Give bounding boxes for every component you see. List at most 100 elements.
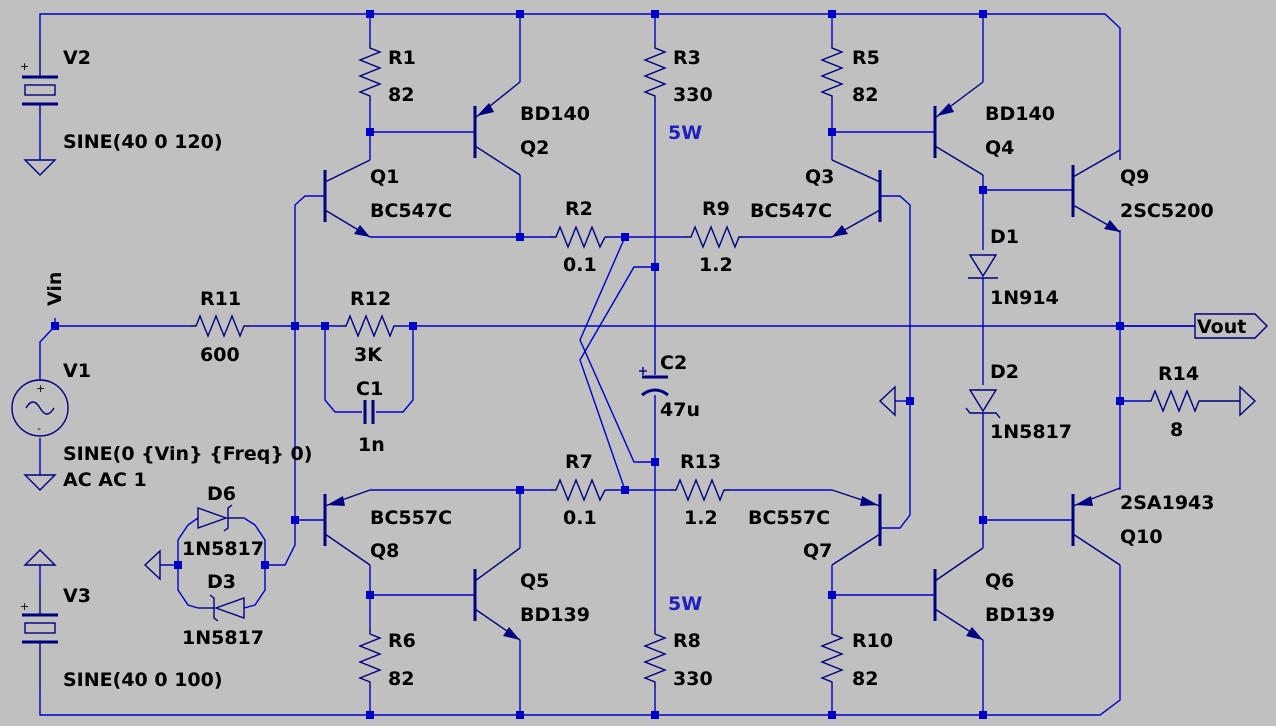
label-v3: V3: [63, 585, 91, 607]
svg-text:-: -: [37, 422, 41, 435]
label-r8-power: 5W: [668, 593, 702, 615]
diodes: [197, 254, 1001, 622]
label-vout: Vout: [1197, 316, 1246, 338]
capacitor-c1: [363, 400, 375, 424]
label-r6: R6: [388, 630, 416, 652]
label-c1-value: 1n: [358, 434, 385, 456]
resistor-r12: [340, 314, 400, 338]
transistor-q3: [831, 159, 882, 238]
vout-port: [1194, 313, 1268, 339]
label-d3: D3: [207, 571, 236, 593]
label-v1: V1: [63, 360, 91, 382]
transistor-q7: [831, 489, 882, 566]
label-q1: Q1: [370, 166, 399, 188]
label-q10: Q10: [1120, 526, 1163, 548]
label-q3-value: BC547C: [750, 200, 832, 222]
labels: V2 SINE(40 0 120) Vin V1 SINE(0 {Vin} {F…: [44, 47, 1246, 691]
label-q5-value: BD139: [520, 604, 590, 626]
label-r10-value: 82: [852, 668, 878, 690]
label-r1: R1: [388, 47, 416, 69]
label-v1-ac: AC AC 1: [63, 469, 147, 491]
label-q4-value: BD140: [985, 103, 1055, 125]
label-q7-value: BC557C: [748, 507, 830, 529]
label-r7: R7: [565, 451, 593, 473]
svg-text:+: +: [20, 600, 29, 613]
label-d6-value: 1N5817: [182, 538, 264, 560]
transistor-q1: [323, 159, 371, 238]
label-d1-value: 1N914: [990, 287, 1059, 309]
transistor-q4: [933, 81, 984, 176]
ground-symbol: [23, 549, 57, 566]
label-r1-value: 82: [388, 84, 414, 106]
label-d6: D6: [207, 483, 236, 505]
transistor-q2: [473, 81, 521, 176]
label-r10: R10: [852, 630, 893, 652]
label-q3: Q3: [805, 166, 834, 188]
diode-d2: [965, 389, 1001, 419]
resistor-r6: [358, 628, 382, 688]
label-d2-value: 1N5817: [990, 421, 1072, 443]
label-q9-value: 2SC5200: [1120, 200, 1214, 222]
sources: + + + -: [11, 40, 69, 690]
label-q10-value: 2SA1943: [1120, 492, 1215, 514]
resistor-r5: [820, 42, 844, 102]
transistor-q6: [933, 547, 984, 641]
resistor-r7: [550, 478, 606, 502]
label-q5: Q5: [520, 570, 549, 592]
label-v1-value: SINE(0 {Vin} {Freq} 0): [63, 443, 312, 465]
label-q8-value: BC557C: [370, 507, 452, 529]
diode-d3: [198, 594, 245, 622]
grounds: [23, 159, 1257, 581]
resistor-r14: [1145, 389, 1205, 413]
label-v3-value: SINE(40 0 100): [63, 669, 223, 691]
label-q2-value: BD140: [520, 103, 590, 125]
resistor-r3: [643, 42, 667, 102]
resistor-r8: [643, 628, 667, 688]
ground-symbol: [1239, 385, 1257, 417]
label-r14-value: 8: [1170, 419, 1183, 441]
transistor-q10: [1071, 487, 1121, 566]
diode-d6: [197, 504, 244, 532]
label-r9: R9: [702, 198, 730, 220]
label-v2: V2: [63, 47, 91, 69]
label-q6-value: BD139: [985, 604, 1055, 626]
label-r2-value: 0.1: [563, 254, 597, 276]
label-r3-power: 5W: [668, 122, 702, 144]
resistor-r9: [685, 225, 745, 249]
ground-symbol: [23, 474, 57, 491]
capacitors: [363, 367, 669, 424]
battery-v3: +: [20, 585, 58, 690]
label-r12: R12: [350, 288, 391, 310]
label-vin: Vin: [44, 272, 66, 306]
ground-symbol: [23, 159, 57, 176]
label-r3-value: 330: [673, 84, 713, 106]
label-d2: D2: [990, 361, 1019, 383]
label-r6-value: 82: [388, 668, 414, 690]
sine-source-v1: + -: [11, 379, 69, 437]
resistor-r11: [190, 314, 250, 338]
label-q7: Q7: [803, 540, 832, 562]
resistor-r1: [358, 42, 382, 102]
label-q6: Q6: [985, 570, 1014, 592]
svg-text:+: +: [36, 382, 45, 395]
label-r12-value: 3K: [354, 344, 383, 366]
label-c2: C2: [660, 352, 687, 374]
resistor-r13: [670, 478, 730, 502]
junctions: [51, 10, 1124, 719]
label-q9: Q9: [1120, 166, 1149, 188]
transistor-q5: [473, 547, 521, 641]
label-q8: Q8: [370, 540, 399, 562]
resistors: [190, 42, 1205, 688]
label-r13-value: 1.2: [684, 507, 718, 529]
label-d1: D1: [990, 226, 1019, 248]
label-q1-value: BC547C: [370, 200, 452, 222]
label-d3-value: 1N5817: [182, 627, 264, 649]
label-r11: R11: [200, 288, 241, 310]
transistors: [323, 81, 1121, 641]
label-r9-value: 1.2: [699, 254, 733, 276]
resistor-r2: [550, 225, 606, 249]
label-r3: R3: [673, 47, 701, 69]
label-q4: Q4: [985, 137, 1014, 159]
ground-symbol: [878, 385, 896, 417]
